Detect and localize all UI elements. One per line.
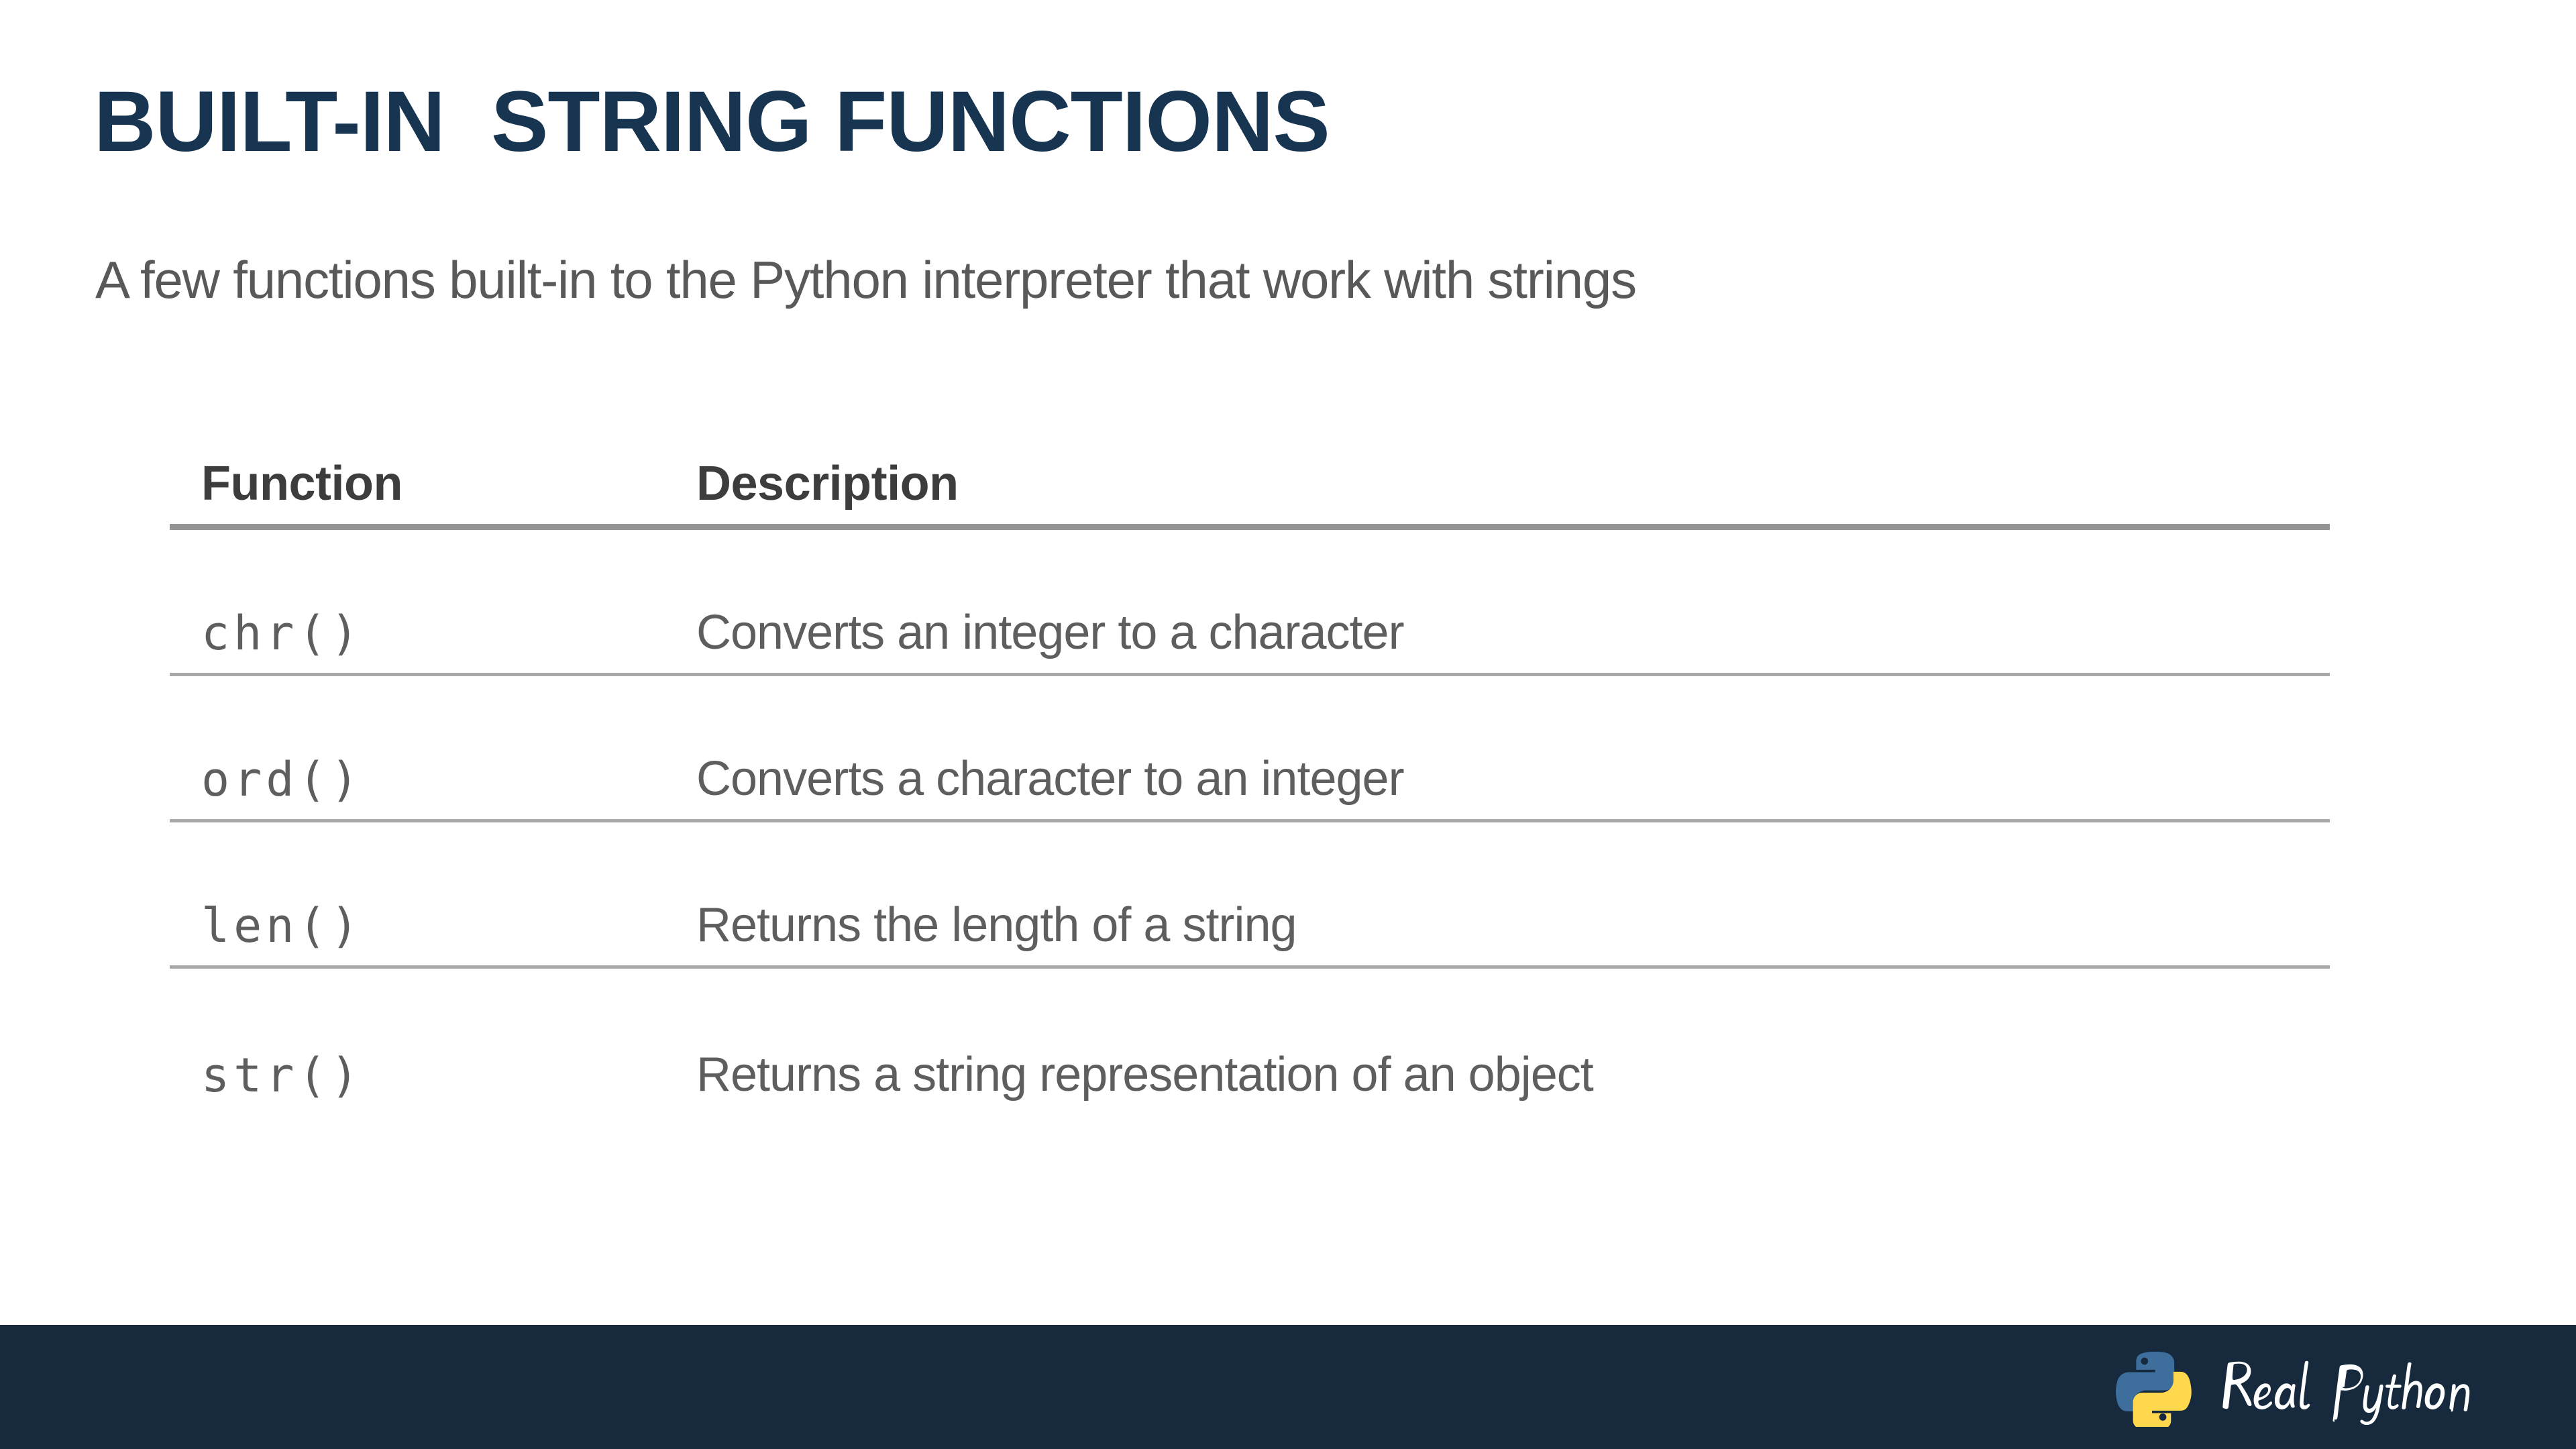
column-header-function: Function xyxy=(201,457,402,511)
page-subtitle: A few functions built-in to the Python i… xyxy=(95,250,1637,309)
table-cell-description: Converts an integer to a character xyxy=(696,608,2330,673)
table-cell-function: ord() xyxy=(170,756,696,819)
function-description: Converts an integer to a character xyxy=(696,606,1405,659)
column-header-description: Description xyxy=(696,457,959,511)
function-name: str() xyxy=(201,1048,363,1103)
python-logo-icon xyxy=(2115,1351,2192,1427)
table-cell-function: str() xyxy=(170,1052,696,1115)
table-row: chr() Converts an integer to a character xyxy=(170,530,2330,676)
table-row: ord() Converts a character to an integer xyxy=(170,676,2330,822)
brand-lockup xyxy=(2115,1348,2524,1427)
table-cell-description: Returns a string representation of an ob… xyxy=(696,1051,2330,1115)
table-cell-function: len() xyxy=(170,902,696,965)
table-row: str() Returns a string representation of… xyxy=(170,969,2330,1115)
table-header-cell-function: Function xyxy=(170,460,696,524)
function-name: chr() xyxy=(201,606,363,661)
function-description: Returns the length of a string xyxy=(696,898,1297,952)
table-cell-function: chr() xyxy=(170,610,696,673)
table-row: len() Returns the length of a string xyxy=(170,822,2330,969)
function-name: len() xyxy=(201,898,363,953)
table-cell-description: Converts a character to an integer xyxy=(696,755,2330,819)
table-header-cell-description: Description xyxy=(696,460,2330,524)
page-title: BUILT-IN STRING FUNCTIONS xyxy=(94,74,1330,170)
function-description: Returns a string representation of an ob… xyxy=(696,1048,1594,1102)
function-description: Converts a character to an integer xyxy=(696,752,1405,806)
table-header-row: Function Description xyxy=(170,416,2330,530)
footer-bar xyxy=(0,1325,2576,1449)
real-python-wordmark xyxy=(2222,1360,2470,1425)
table-cell-description: Returns the length of a string xyxy=(696,901,2330,965)
string-functions-table: Function Description chr() Converts an i… xyxy=(170,416,2330,1115)
function-name: ord() xyxy=(201,752,363,807)
